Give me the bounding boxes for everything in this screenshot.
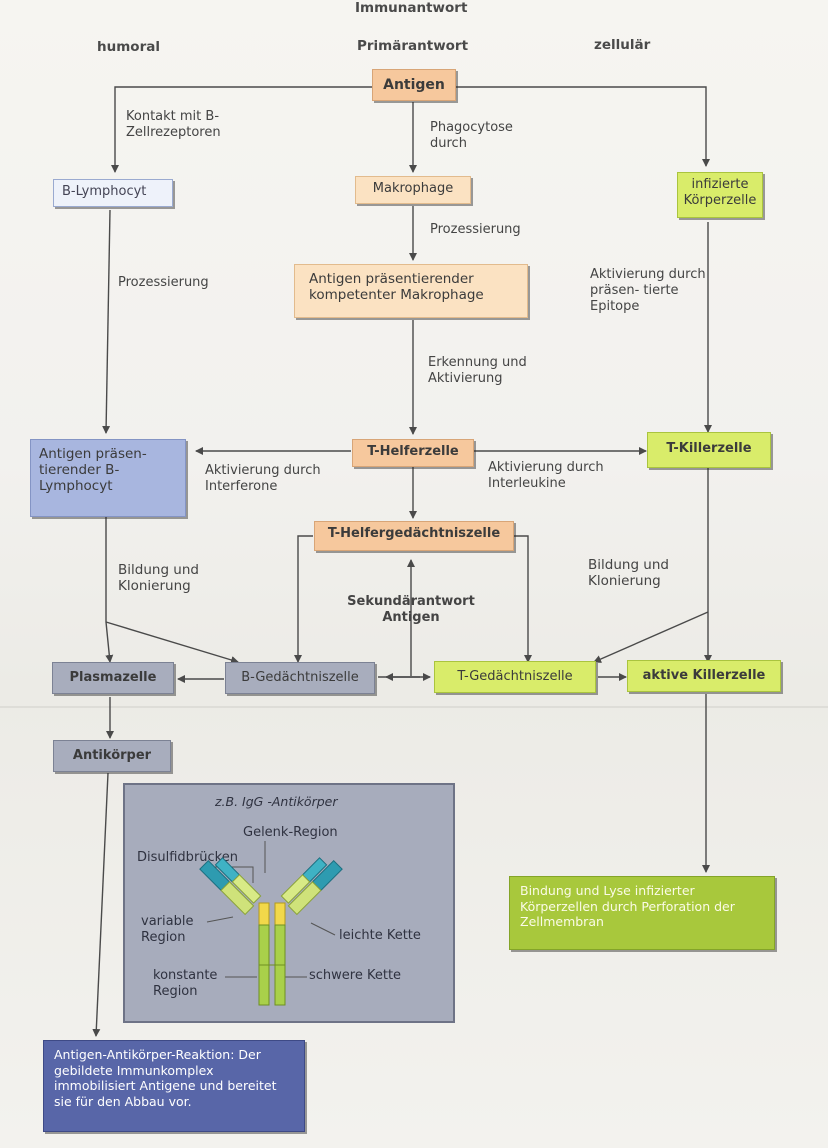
variable-region-label: variable Region — [141, 914, 194, 945]
phagocytosis-label: Phagocytose durch — [430, 120, 513, 151]
arrow-helper-memory-to-b-memory — [294, 535, 313, 663]
secondary-response-label: Sekundärantwort Antigen — [347, 594, 475, 625]
variable-pointer — [206, 916, 234, 923]
b-memory-box: B-Gedächtniszelle — [225, 662, 375, 694]
antigen-box: Antigen — [372, 69, 456, 101]
lysis-box: Bindung und Lyse infizierter Körperzelle… — [509, 876, 775, 950]
disulfide-label: Disulfidbrücken — [137, 850, 238, 865]
apc-macrophage-box: Antigen präsentierender kompetenter Makr… — [294, 264, 528, 318]
hinge-region-label: Gelenk-Region — [243, 825, 338, 840]
antibody-illustration — [199, 841, 343, 1006]
light-chain-label: leichte Kette — [339, 928, 421, 943]
arrow-antigen-to-b-lymphocyte — [111, 86, 372, 173]
activation-epitopes-label: Aktivierung durch präsen- tierte Epitope — [590, 267, 706, 314]
left-fab-arm — [199, 857, 262, 916]
arrow-apc-b-to-plasma — [105, 517, 114, 663]
plasma-cell-box: Plasmazelle — [52, 662, 174, 694]
contact-label: Kontakt mit B-Zellrezeptoren — [126, 109, 221, 140]
primary-response-heading: Primärantwort — [357, 38, 469, 54]
humoral-heading: humoral — [97, 39, 160, 55]
diagram-title: Immunantwort — [355, 0, 468, 16]
light-chain-pointer — [310, 922, 336, 936]
hinge-right — [274, 902, 286, 926]
hinge-left — [258, 902, 270, 926]
activation-interleukin-label: Aktivierung durch Interleukine — [488, 460, 604, 491]
processing-center-label: Prozessierung — [430, 222, 521, 237]
arrow-antibody-to-reaction — [92, 772, 109, 1037]
right-fab-arm — [280, 857, 343, 916]
arrow-t-killer-to-t-memory — [593, 611, 709, 663]
activation-interferon-label: Aktivierung durch Interferone — [205, 463, 321, 494]
infected-cell-box: infizierte Körperzelle — [677, 172, 763, 218]
antigen-antibody-reaction-box: Antigen-Antikörper-Reaktion: Der gebilde… — [43, 1040, 305, 1132]
paper-fold — [0, 706, 828, 708]
formation-right-label: Bildung und Klonierung — [588, 557, 669, 589]
arrow-antigen-to-infected-cell — [456, 86, 710, 167]
t-memory-box: T-Gedächtniszelle — [434, 661, 596, 693]
constant-region-label: konstante Region — [153, 968, 218, 999]
b-lymphocyte-box: B-Lymphocyt — [53, 179, 173, 207]
arrow-apc-b-to-b-memory — [105, 621, 239, 664]
t-helper-box: T-Helferzelle — [352, 439, 474, 467]
recognition-label: Erkennung und Aktivierung — [428, 355, 527, 386]
apc-b-lymphocyte-box: Antigen präsen- tierender B-Lymphocyt — [30, 439, 186, 517]
t-killer-box: T-Killerzelle — [647, 432, 771, 468]
arrow-b-lymphocyte-to-apc-b — [102, 209, 111, 434]
antibody-panel-title: z.B. IgG -Antikörper — [215, 794, 338, 809]
antibody-box: Antikörper — [53, 740, 171, 772]
heavy-chain-label: schwere Kette — [309, 968, 402, 983]
antibody-structure-panel: z.B. IgG -Antikörper Gelenk-Region Disul… — [123, 783, 455, 1023]
cellular-heading: zellulär — [594, 37, 651, 53]
macrophage-box: Makrophage — [355, 176, 471, 204]
t-helper-memory-box: T-Helfergedächtniszelle — [314, 521, 514, 551]
formation-left-label: Bildung und Klonierung — [118, 562, 199, 594]
active-killer-box: aktive Killerzelle — [627, 660, 781, 692]
arrow-helper-memory-to-t-memory — [514, 535, 532, 663]
processing-left-label: Prozessierung — [118, 275, 209, 290]
